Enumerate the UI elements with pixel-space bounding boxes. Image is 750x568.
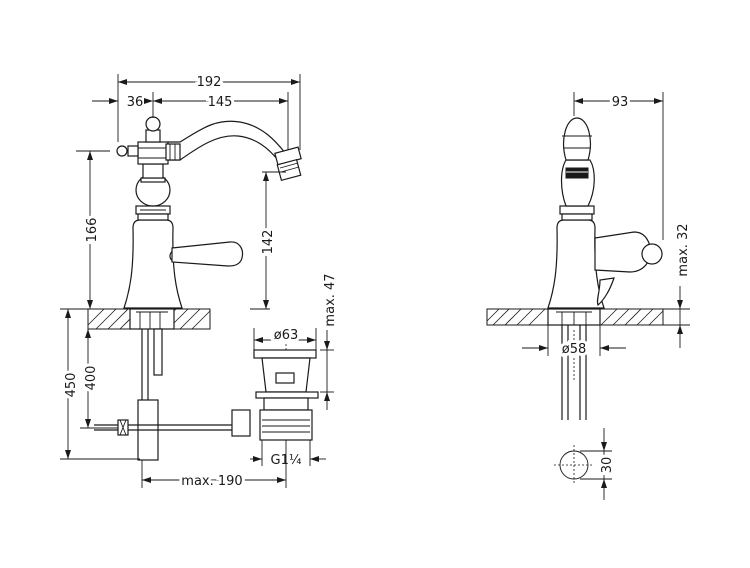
dim-spout-height-label: 142	[261, 230, 276, 255]
dim-overall-reach: 192	[117, 72, 301, 150]
front-under-deck	[94, 328, 251, 461]
dim-overall-reach-label: 192	[197, 75, 222, 90]
dim-base-diameter-label: ø58	[562, 342, 587, 357]
dim-spout-reach-label: 145	[208, 95, 233, 110]
dim-rod-max-label: max. 190	[181, 474, 242, 489]
dim-total-height-label: 450	[64, 373, 79, 398]
front-view: 192 36 145 166	[60, 72, 338, 492]
dim-handle-offset-label: 36	[127, 95, 144, 110]
front-countertop	[87, 308, 211, 330]
dim-waste-thread-label: G1¼	[271, 453, 302, 468]
dim-pop-up-max: max. 47	[320, 273, 338, 410]
dim-hole-diameter: 30	[580, 428, 618, 500]
dim-deck-max-label: max. 32	[676, 223, 691, 276]
side-under-deck	[561, 325, 587, 420]
dim-body-height: 166	[72, 150, 110, 310]
dim-hole-diameter-label: 30	[600, 457, 615, 474]
front-spout	[165, 120, 302, 182]
front-pop-up-waste	[253, 340, 319, 441]
dim-spout-height: 142	[250, 171, 286, 310]
dim-side-depth-label: 93	[612, 95, 629, 110]
dim-body-height-label: 166	[85, 218, 100, 243]
dim-deck-max: max. 32	[663, 223, 691, 348]
front-tap-body	[116, 116, 183, 309]
side-countertop	[486, 308, 664, 326]
side-hole-symbol	[554, 445, 594, 485]
dim-waste-diameter: ø63	[253, 325, 317, 350]
dim-waste-thread: G1¼	[250, 440, 326, 468]
dim-rod-max: max. 190	[141, 440, 287, 492]
side-tap-body	[547, 117, 663, 309]
dim-rod-height-label: 400	[84, 366, 99, 391]
dim-side-depth: 93	[573, 92, 664, 240]
front-lever-handle	[169, 241, 244, 267]
dim-base-diameter: ø58	[522, 325, 626, 360]
dim-handle-spout: 36 145	[92, 92, 289, 150]
dim-waste-diameter-label: ø63	[274, 328, 299, 343]
dim-heights-below: 450 400	[60, 308, 140, 460]
side-view: 93 max. 32 ø58 30	[486, 92, 691, 500]
dim-pop-up-max-label: max. 47	[323, 273, 338, 326]
